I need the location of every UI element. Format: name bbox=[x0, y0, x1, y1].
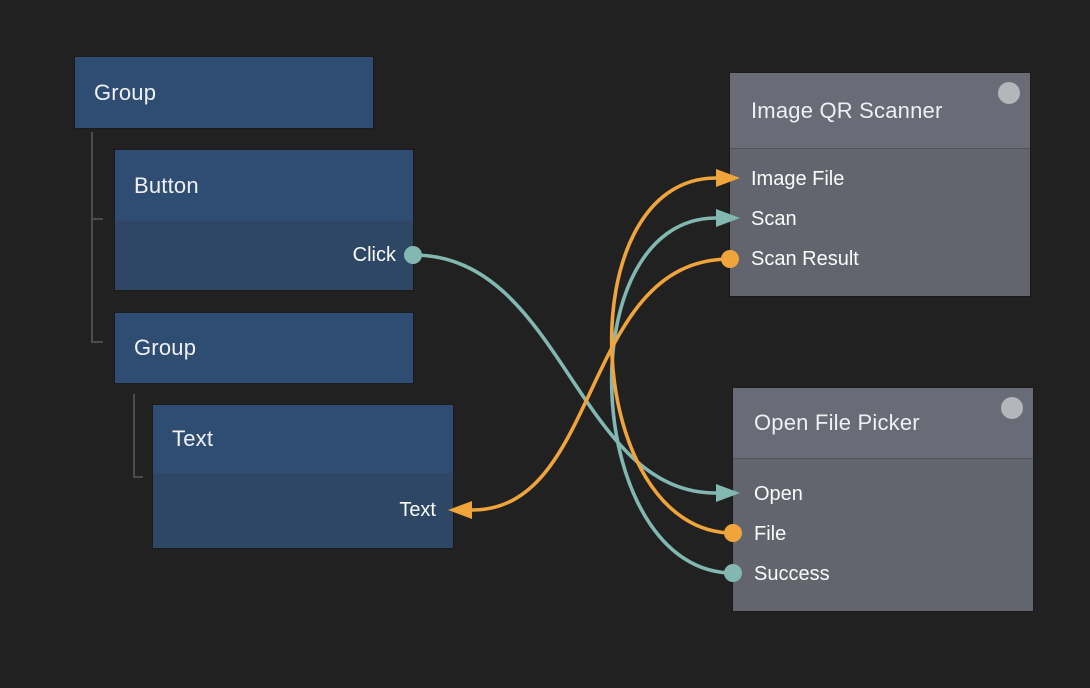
port-label: Text bbox=[399, 499, 436, 521]
port-open[interactable]: Open bbox=[733, 474, 1033, 514]
node-title: Group bbox=[134, 335, 197, 360]
port-label: Image File bbox=[751, 167, 845, 190]
node-image-qr-scanner-header[interactable]: Image QR Scanner bbox=[730, 73, 1030, 148]
node-button-header[interactable]: Button bbox=[115, 150, 413, 221]
port-label: Open bbox=[754, 482, 803, 505]
wire-scan-result-to-text[interactable] bbox=[471, 257, 731, 512]
node-open-file-picker[interactable]: Open File Picker Open File Success bbox=[733, 388, 1033, 611]
port-click[interactable]: Click bbox=[115, 221, 413, 290]
port-scan[interactable]: Scan bbox=[730, 199, 1030, 239]
node-text-body: Text bbox=[153, 473, 453, 548]
wire-file-to-image-file[interactable] bbox=[609, 176, 734, 535]
node-title: Button bbox=[134, 172, 199, 198]
node-button-body: Click bbox=[115, 221, 413, 290]
node-title: Text bbox=[172, 426, 214, 451]
node-menu-dot-icon[interactable] bbox=[998, 82, 1020, 104]
wire-click-to-open[interactable] bbox=[412, 253, 717, 495]
node-open-file-picker-body: Open File Success bbox=[733, 458, 1033, 611]
port-label: Success bbox=[754, 562, 830, 585]
node-image-qr-scanner-body: Image File Scan Scan Result bbox=[730, 148, 1030, 296]
node-menu-dot-icon[interactable] bbox=[1001, 397, 1023, 419]
node-group-root-header[interactable]: Group bbox=[75, 57, 373, 128]
node-group-nested-header[interactable]: Group bbox=[115, 313, 413, 383]
port-label: File bbox=[754, 522, 787, 545]
port-label: Click bbox=[352, 244, 396, 266]
port-label: Scan bbox=[751, 207, 797, 230]
port-scan-result[interactable]: Scan Result bbox=[730, 239, 1030, 279]
port-success[interactable]: Success bbox=[733, 554, 1033, 594]
wire-success-to-scan[interactable] bbox=[609, 216, 734, 575]
hierarchy-line-root bbox=[91, 132, 103, 343]
node-group-root[interactable]: Group bbox=[75, 57, 373, 128]
node-title: Open File Picker bbox=[754, 410, 920, 435]
node-image-qr-scanner[interactable]: Image QR Scanner Image File Scan Scan Re… bbox=[730, 73, 1030, 296]
hierarchy-line-nested bbox=[133, 394, 143, 478]
port-label: Scan Result bbox=[751, 247, 859, 270]
port-file[interactable]: File bbox=[733, 514, 1033, 554]
node-text[interactable]: Text Text bbox=[153, 405, 453, 548]
node-open-file-picker-header[interactable]: Open File Picker bbox=[733, 388, 1033, 458]
node-title: Group bbox=[94, 79, 157, 105]
node-text-header[interactable]: Text bbox=[153, 405, 453, 473]
node-title: Image QR Scanner bbox=[751, 97, 943, 123]
port-text-input[interactable]: Text bbox=[153, 473, 453, 548]
node-group-nested[interactable]: Group bbox=[115, 313, 413, 383]
port-image-file[interactable]: Image File bbox=[730, 159, 1030, 199]
node-button[interactable]: Button Click bbox=[115, 150, 413, 290]
